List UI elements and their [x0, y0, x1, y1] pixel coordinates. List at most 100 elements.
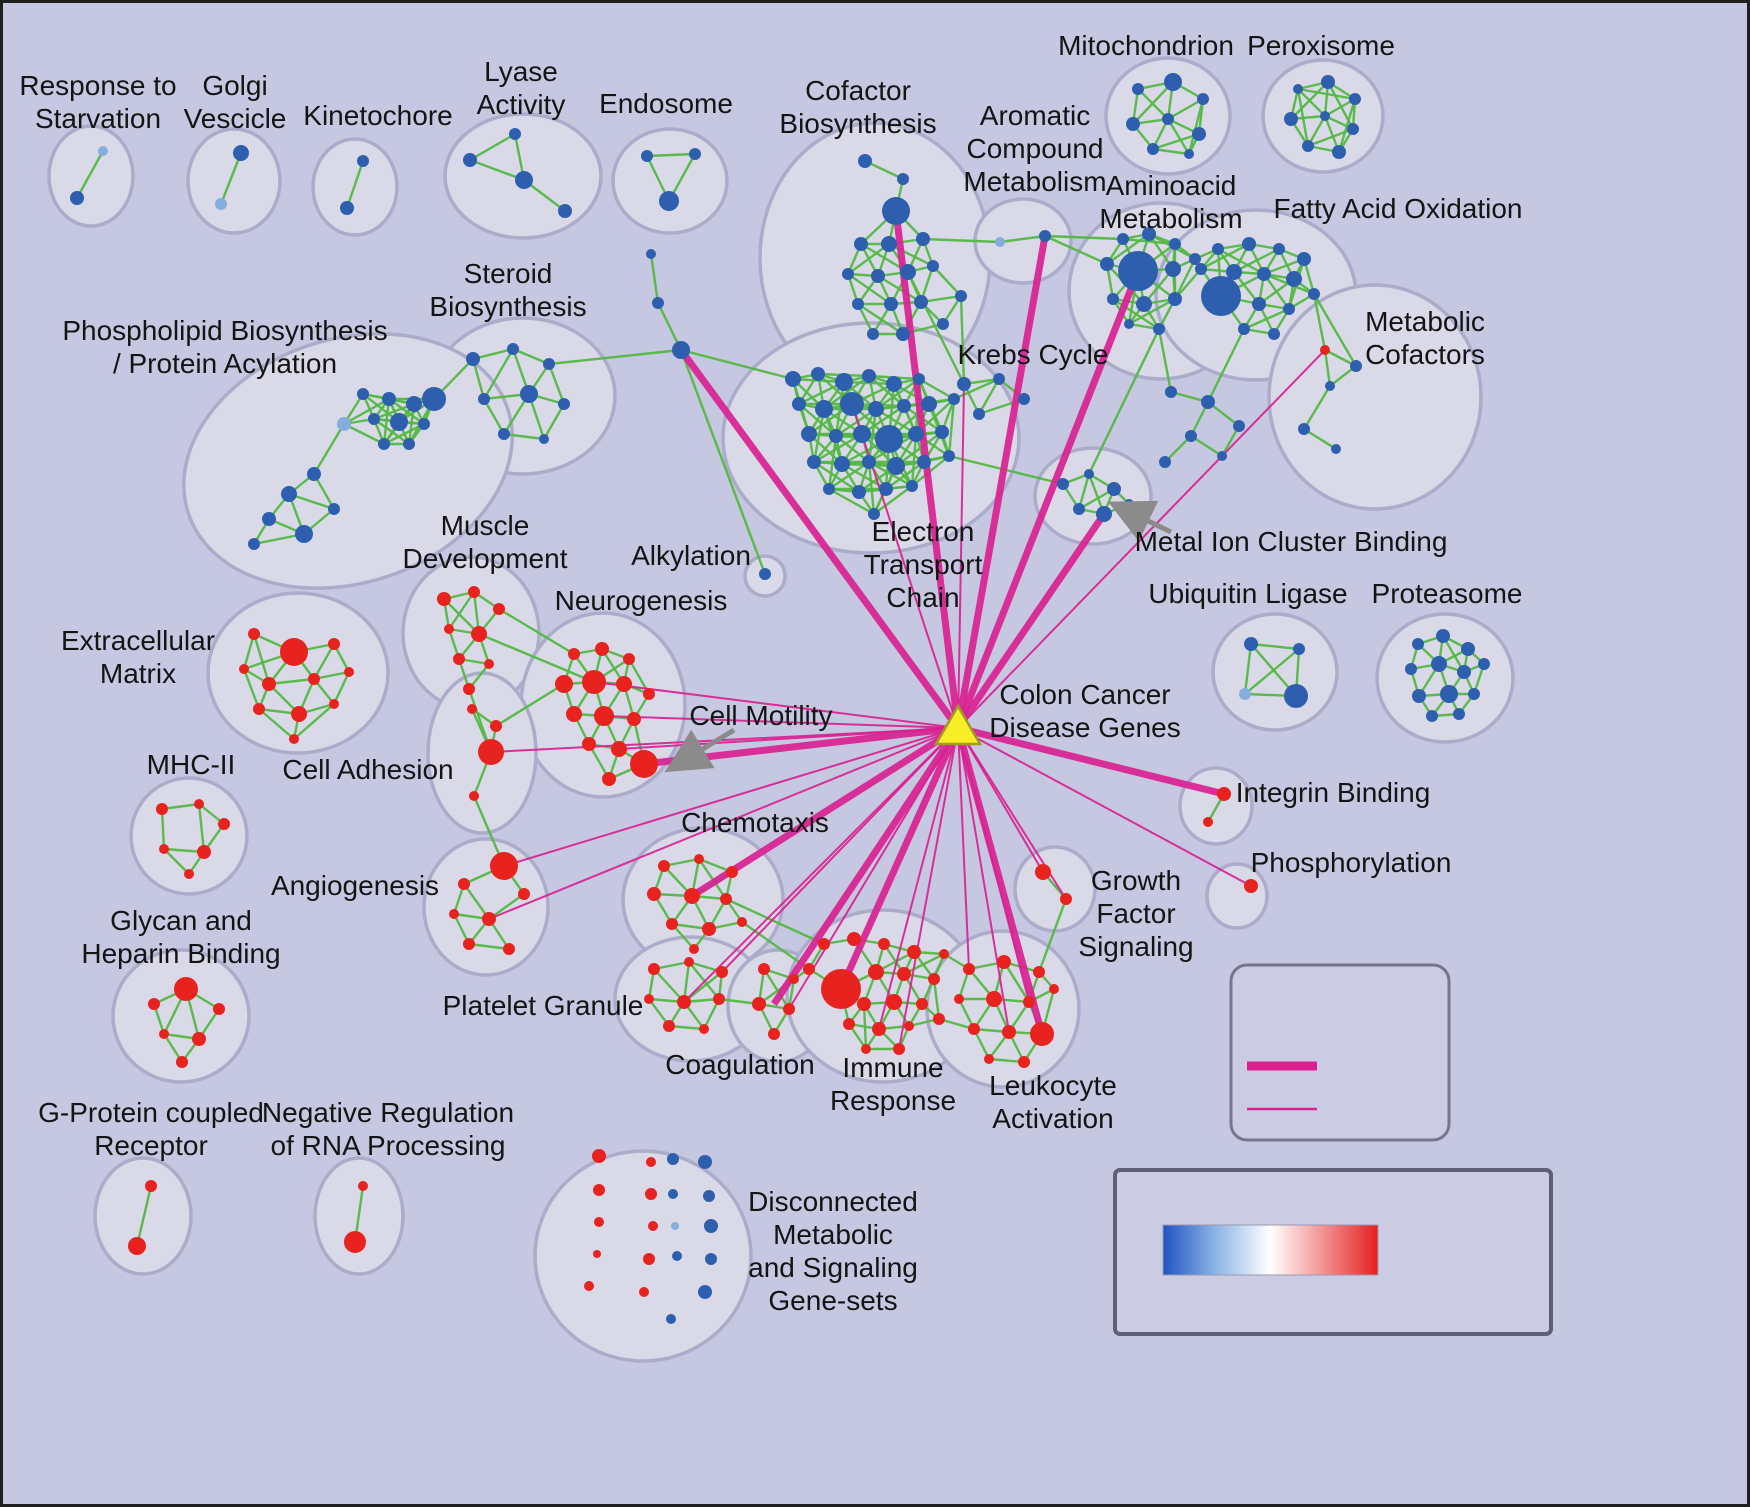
- gene-set-node[interactable]: [1018, 393, 1030, 405]
- gene-set-node[interactable]: [703, 1190, 715, 1202]
- gene-set-node[interactable]: [1132, 83, 1144, 95]
- gene-set-node[interactable]: [281, 486, 297, 502]
- gene-set-node[interactable]: [1273, 243, 1285, 255]
- gene-set-node[interactable]: [1023, 996, 1035, 1008]
- gene-set-node[interactable]: [1084, 469, 1094, 479]
- gene-set-node[interactable]: [852, 485, 866, 499]
- gene-set-node[interactable]: [239, 664, 249, 674]
- gene-set-node[interactable]: [954, 994, 964, 1004]
- gene-set-node[interactable]: [449, 909, 459, 919]
- gene-set-node[interactable]: [646, 1157, 656, 1167]
- gene-set-node[interactable]: [1436, 629, 1450, 643]
- gene-set-node[interactable]: [916, 232, 930, 246]
- gene-set-node[interactable]: [906, 480, 918, 492]
- gene-set-node[interactable]: [357, 155, 369, 167]
- gene-set-node[interactable]: [344, 667, 354, 677]
- gene-set-node[interactable]: [444, 624, 454, 634]
- gene-set-node[interactable]: [957, 377, 971, 391]
- gene-set-node[interactable]: [783, 1003, 795, 1015]
- gene-set-node[interactable]: [1201, 395, 1215, 409]
- gene-set-node[interactable]: [128, 1237, 146, 1255]
- gene-set-node[interactable]: [1405, 663, 1417, 675]
- gene-set-node[interactable]: [1195, 263, 1207, 275]
- gene-set-node[interactable]: [1233, 420, 1245, 432]
- gene-set-node[interactable]: [1461, 642, 1475, 656]
- gene-set-node[interactable]: [1298, 423, 1310, 435]
- gene-set-node[interactable]: [875, 425, 903, 453]
- gene-set-node[interactable]: [986, 991, 1002, 1007]
- gene-set-node[interactable]: [671, 1222, 679, 1230]
- gene-set-node[interactable]: [1118, 251, 1158, 291]
- gene-set-node[interactable]: [1244, 879, 1258, 893]
- gene-set-node[interactable]: [555, 675, 573, 693]
- gene-set-node[interactable]: [963, 963, 975, 975]
- gene-set-node[interactable]: [1268, 328, 1280, 340]
- gene-set-node[interactable]: [280, 638, 308, 666]
- gene-set-node[interactable]: [566, 706, 582, 722]
- gene-set-node[interactable]: [463, 153, 477, 167]
- gene-set-node[interactable]: [1252, 297, 1266, 311]
- gene-set-node[interactable]: [668, 1189, 678, 1199]
- gene-set-node[interactable]: [868, 401, 884, 417]
- gene-set-node[interactable]: [913, 373, 925, 385]
- gene-set-node[interactable]: [518, 888, 530, 900]
- gene-set-node[interactable]: [507, 343, 519, 355]
- gene-set-node[interactable]: [997, 955, 1011, 969]
- gene-set-node[interactable]: [1039, 230, 1051, 242]
- colon-cancer-hub-node[interactable]: [933, 703, 983, 746]
- gene-set-node[interactable]: [803, 963, 815, 975]
- gene-set-node[interactable]: [968, 1023, 980, 1035]
- gene-set-node[interactable]: [759, 568, 771, 580]
- gene-set-node[interactable]: [1142, 227, 1156, 241]
- gene-set-node[interactable]: [467, 704, 477, 714]
- gene-set-node[interactable]: [948, 393, 960, 405]
- gene-set-node[interactable]: [378, 438, 390, 450]
- gene-set-node[interactable]: [689, 944, 699, 954]
- gene-set-node[interactable]: [1018, 1056, 1030, 1068]
- gene-set-node[interactable]: [509, 128, 521, 140]
- gene-set-node[interactable]: [437, 592, 451, 606]
- gene-set-node[interactable]: [478, 739, 504, 765]
- gene-set-node[interactable]: [878, 938, 890, 950]
- gene-set-node[interactable]: [70, 191, 84, 205]
- gene-set-node[interactable]: [684, 957, 694, 967]
- gene-set-node[interactable]: [463, 683, 475, 695]
- gene-set-node[interactable]: [818, 938, 830, 950]
- gene-set-node[interactable]: [758, 963, 770, 975]
- gene-set-node[interactable]: [713, 993, 725, 1005]
- gene-set-node[interactable]: [835, 373, 853, 391]
- gene-set-node[interactable]: [943, 450, 955, 462]
- gene-set-node[interactable]: [582, 670, 606, 694]
- gene-set-node[interactable]: [616, 676, 632, 692]
- gene-set-node[interactable]: [698, 1155, 712, 1169]
- gene-set-node[interactable]: [1124, 319, 1134, 329]
- gene-set-node[interactable]: [1320, 345, 1330, 355]
- gene-set-node[interactable]: [215, 198, 227, 210]
- gene-set-node[interactable]: [897, 173, 909, 185]
- gene-set-node[interactable]: [792, 397, 806, 411]
- gene-set-node[interactable]: [1002, 1025, 1016, 1039]
- gene-set-node[interactable]: [1035, 864, 1051, 880]
- gene-set-node[interactable]: [406, 396, 422, 412]
- gene-set-node[interactable]: [928, 973, 940, 985]
- gene-set-node[interactable]: [340, 201, 354, 215]
- gene-set-node[interactable]: [295, 525, 313, 543]
- gene-set-node[interactable]: [1212, 243, 1224, 255]
- gene-set-node[interactable]: [466, 352, 480, 366]
- gene-set-node[interactable]: [1136, 296, 1152, 312]
- gene-set-node[interactable]: [897, 967, 911, 981]
- gene-set-node[interactable]: [789, 974, 799, 984]
- gene-set-node[interactable]: [515, 171, 533, 189]
- gene-set-node[interactable]: [893, 1043, 905, 1055]
- gene-set-node[interactable]: [904, 1021, 914, 1031]
- gene-set-node[interactable]: [403, 438, 415, 450]
- gene-set-node[interactable]: [291, 706, 307, 722]
- gene-set-node[interactable]: [1453, 708, 1465, 720]
- gene-set-node[interactable]: [854, 237, 868, 251]
- gene-set-node[interactable]: [1217, 787, 1231, 801]
- gene-set-node[interactable]: [847, 932, 861, 946]
- gene-set-node[interactable]: [594, 1217, 604, 1227]
- gene-set-node[interactable]: [568, 648, 580, 660]
- gene-set-node[interactable]: [490, 720, 502, 732]
- gene-set-node[interactable]: [1284, 112, 1298, 126]
